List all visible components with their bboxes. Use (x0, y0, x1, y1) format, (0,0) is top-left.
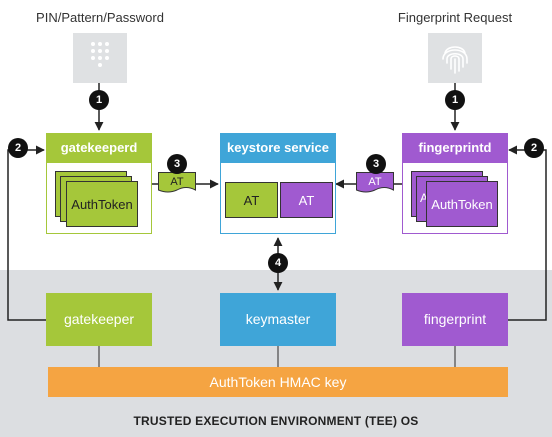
step-badge-3-right: 3 (366, 154, 386, 174)
keymaster-box: keymaster (220, 293, 336, 346)
gatekeeper-label: gatekeeper (63, 311, 135, 327)
step-badge-2-left: 2 (8, 138, 28, 158)
gatekeeperd-title: gatekeeperd (46, 133, 152, 163)
fingerprint-request-label: Fingerprint Request (397, 10, 513, 25)
keystore-service-title: keystore service (220, 133, 336, 163)
tee-os-title: TRUSTED EXECUTION ENVIRONMENT (TEE) OS (133, 414, 419, 428)
fingerprint-icon (428, 33, 482, 83)
fingerprint-box: fingerprint (402, 293, 508, 346)
step-badge-1-left: 1 (89, 90, 109, 110)
step-badge-3-left: 3 (167, 154, 187, 174)
fingerprint-glyph (442, 46, 468, 74)
at-flag-right-shape (356, 172, 394, 193)
step-badge-2-right: 2 (524, 138, 544, 158)
gatekeeper-box: gatekeeper (46, 293, 152, 346)
keypad-icon (73, 33, 127, 83)
fingerprintd-title: fingerprintd (402, 133, 508, 163)
arrow-fingerprint-to-fingerprintd-loop (502, 145, 547, 321)
keystore-token-right: AT (280, 182, 333, 218)
arrow-gatekeeper-to-gatekeeperd (7, 145, 46, 321)
fingerprint-label: fingerprint (423, 311, 487, 327)
gatekeeperd-token-card: AuthToken (66, 181, 138, 227)
keymaster-label: keymaster (245, 311, 311, 327)
authtoken-hmac-key-bar: AuthToken HMAC key (48, 367, 508, 397)
at-flag-right: AT (356, 172, 394, 194)
gatekeeperd-token-label: AuthToken (71, 197, 133, 212)
fingerprintd-token-card: AuthToken (426, 181, 498, 227)
fingerprintd-token-label: AuthToken (431, 197, 493, 212)
at-flag-right-label: AT (368, 176, 382, 188)
at-flag-left-shape (158, 172, 196, 193)
keystore-token-left-label: AT (243, 193, 260, 208)
keystore-token-left: AT (225, 182, 278, 218)
keystore-token-right-label: AT (298, 193, 315, 208)
step-badge-4: 4 (268, 253, 288, 273)
fingerprintd-token-peek: A (420, 191, 429, 205)
pin-pattern-password-label: PIN/Pattern/Password (36, 10, 164, 25)
at-flag-left-label: AT (170, 176, 184, 188)
step-badge-1-right: 1 (445, 90, 465, 110)
at-flag-left: AT (158, 172, 196, 194)
